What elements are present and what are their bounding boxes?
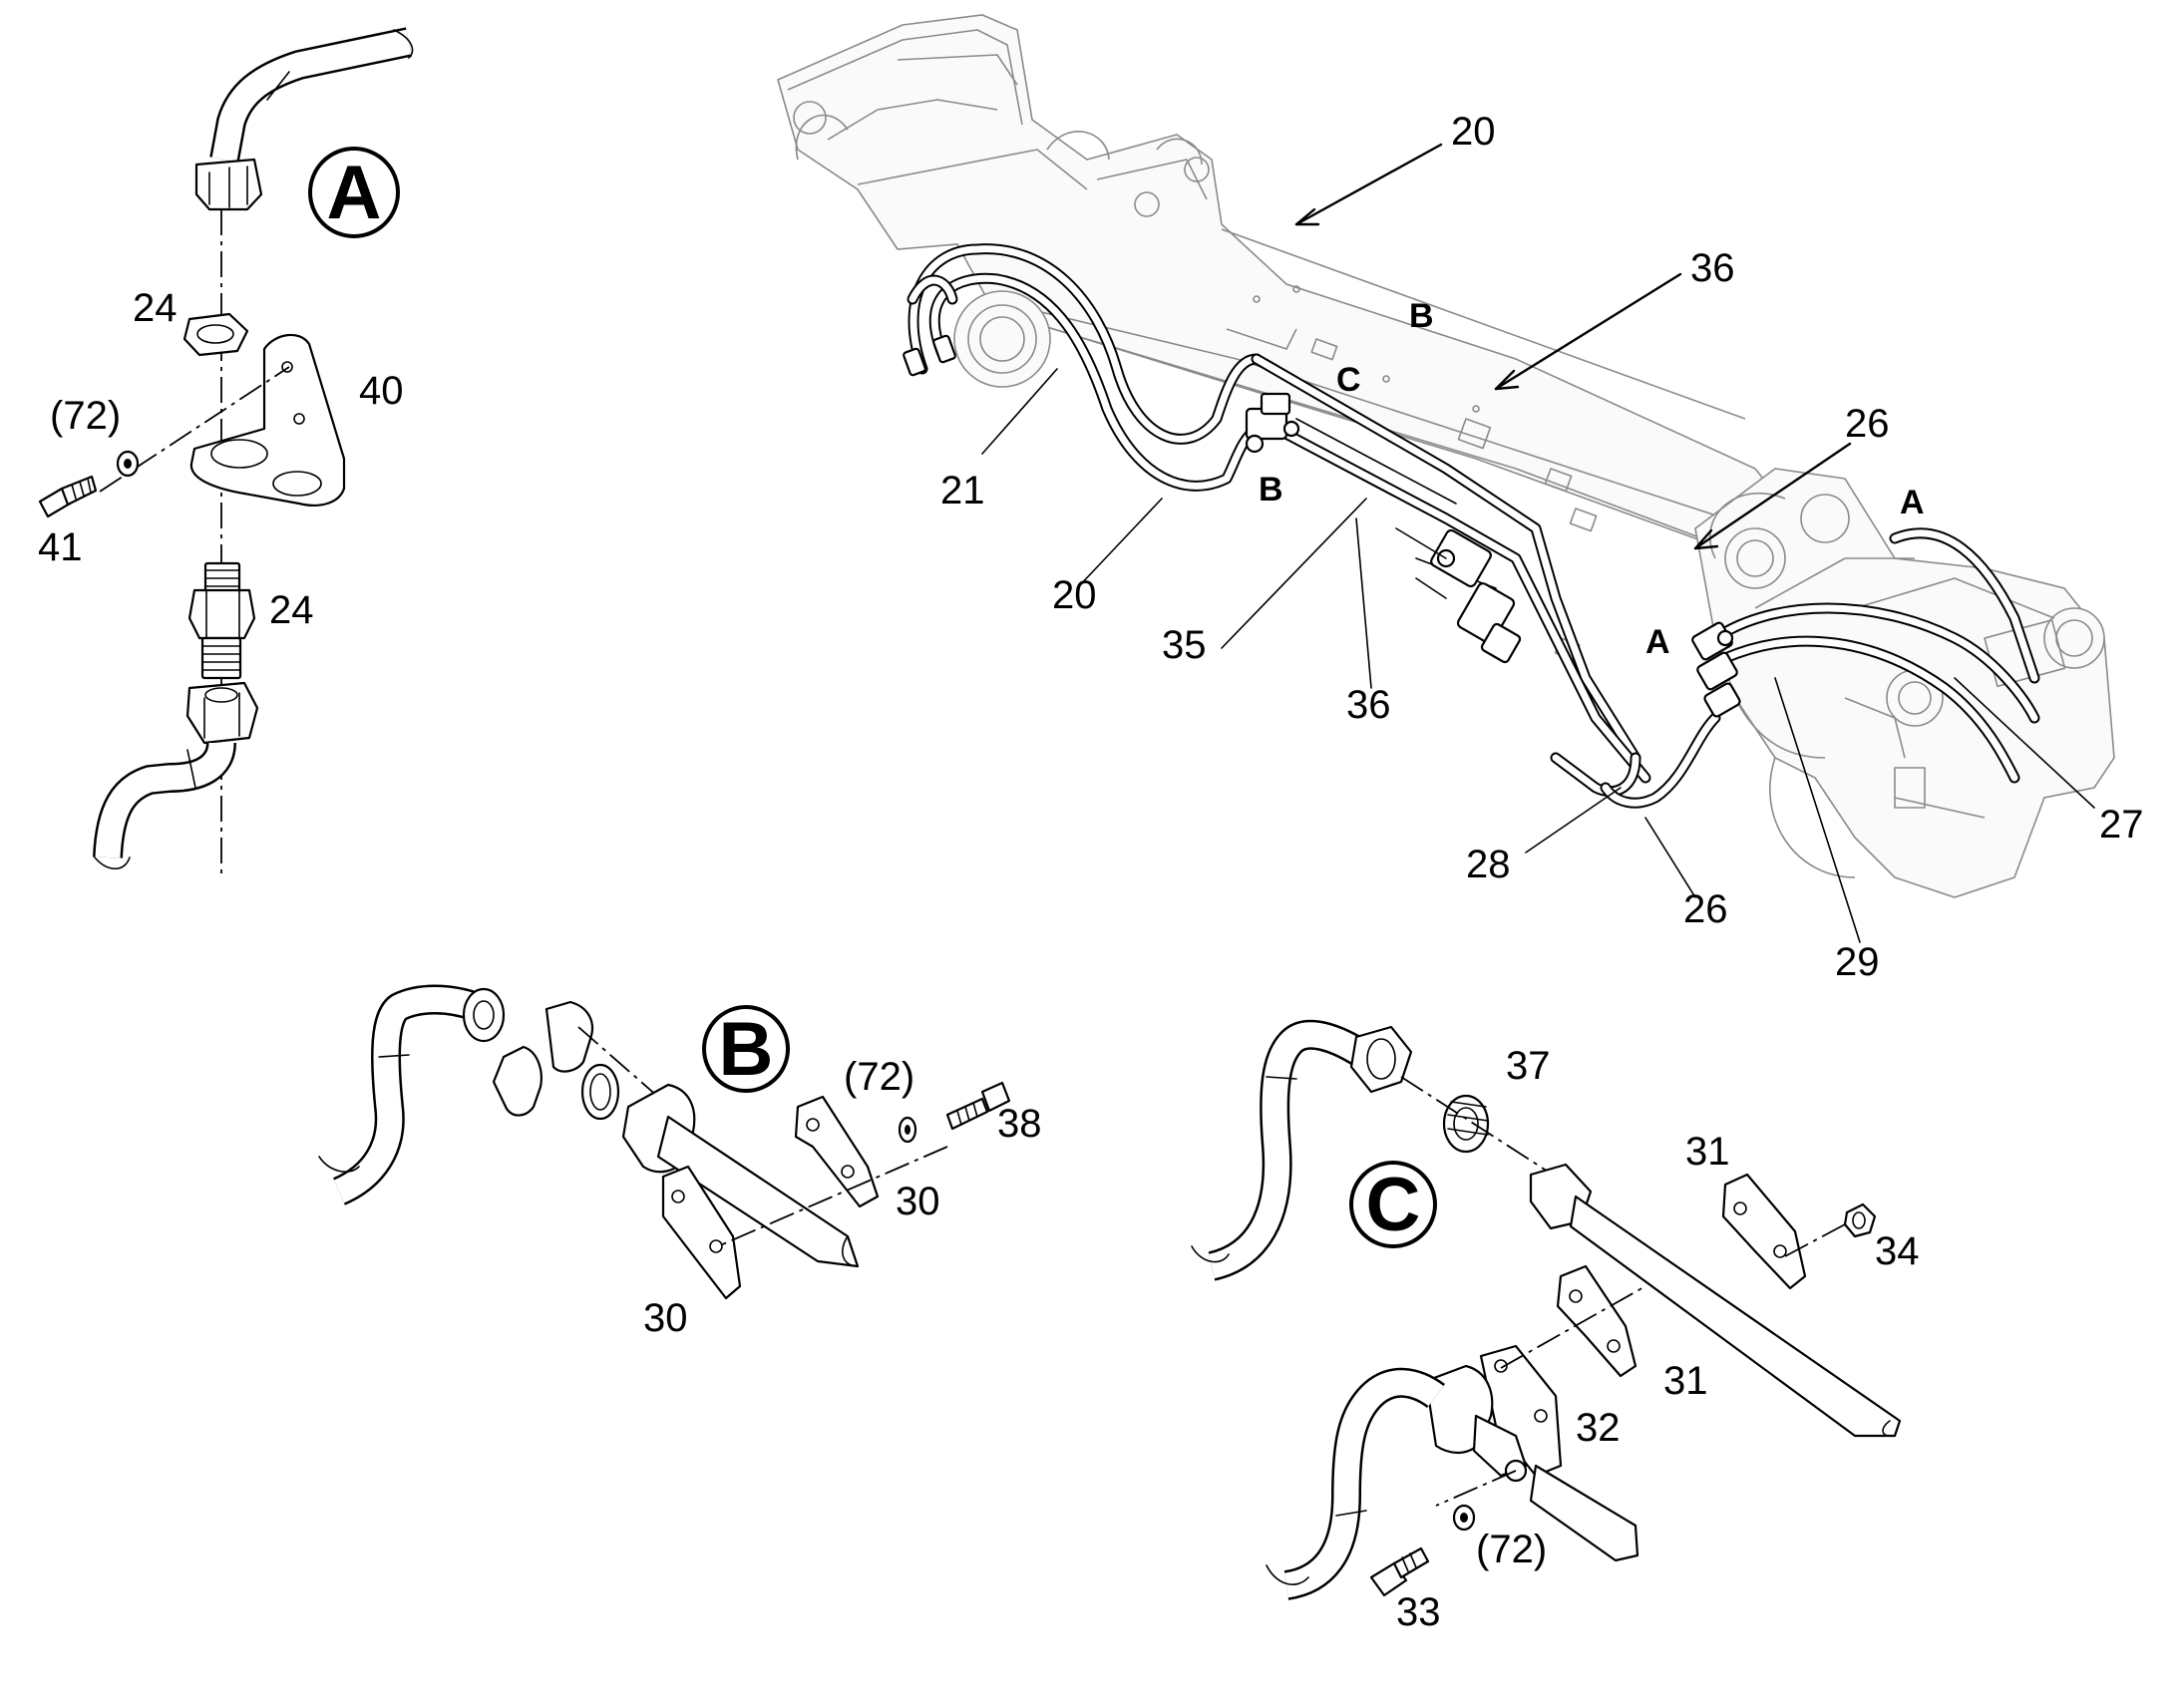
detail-c-letter: C [1366, 1163, 1421, 1247]
detail-b-circle [702, 1005, 790, 1093]
callout-a-40: 40 [359, 369, 404, 413]
callout-c-32: 32 [1576, 1406, 1621, 1450]
callout-c-72: (72) [1476, 1528, 1547, 1571]
callout-c-31-mid: 31 [1663, 1359, 1708, 1403]
fitting-cluster-a [1691, 621, 1741, 718]
location-marker-a-right: A [1900, 484, 1925, 521]
location-marker-b-lower: B [1259, 471, 1283, 509]
detail-c-clamp-plate-lower [1556, 1264, 1637, 1378]
detail-b-flange-half-top [545, 1000, 594, 1073]
main-hoses [903, 243, 2040, 809]
callout-c-33: 33 [1396, 1590, 1441, 1634]
callout-c-34: 34 [1875, 1229, 1920, 1273]
callout-36-bottom: 36 [1346, 683, 1391, 727]
detail-c-bolt [1369, 1546, 1430, 1597]
fitting-cluster-mid [1395, 527, 1522, 664]
detail-c-hose-nut [1349, 1025, 1413, 1094]
coupler-head [1694, 468, 2115, 898]
location-marker-b-top: B [1409, 297, 1434, 335]
callout-27: 27 [2099, 803, 2144, 847]
callout-28: 28 [1466, 843, 1511, 886]
fitting-cluster-b [1245, 392, 1300, 454]
detail-b-flange-half-bottom [492, 1045, 543, 1117]
detail-b-clamp-plate-upper [794, 1095, 880, 1208]
detail-b-tube [656, 1115, 860, 1268]
detail-a-letter: A [327, 151, 382, 235]
callout-29: 29 [1835, 940, 1880, 984]
detail-b-letter: B [719, 1007, 774, 1092]
detail-a-bolt [38, 475, 98, 518]
detail-view-a: A [38, 27, 414, 877]
detail-a-bracket [189, 333, 346, 507]
detail-c-clamp-plate-upper [1721, 1173, 1807, 1290]
callout-a-41: 41 [38, 525, 83, 569]
callout-b-38: 38 [997, 1102, 1042, 1146]
callout-a-72: (72) [50, 394, 121, 438]
detail-a-lock-nut [182, 312, 249, 357]
detail-b-o-ring [580, 1063, 620, 1121]
detail-c-tube [1569, 1195, 1902, 1438]
detail-a-circle [308, 147, 400, 238]
detail-c-nut [1843, 1202, 1877, 1238]
detail-c-valve-bracket [1424, 1344, 1639, 1562]
callout-c-31-top: 31 [1685, 1130, 1730, 1174]
detail-c-circle [1349, 1161, 1437, 1248]
detail-b-clamp-plate-lower [661, 1165, 742, 1300]
callout-20-top: 20 [1451, 110, 1496, 154]
callout-26-top: 26 [1845, 402, 1890, 446]
callout-36-top: 36 [1690, 246, 1735, 290]
detail-view-c: C [1191, 1019, 1920, 1634]
main-leaders [981, 143, 2095, 943]
detail-b-bolt [945, 1081, 1011, 1131]
detail-b-seal [462, 987, 506, 1043]
callout-a-24-nut: 24 [133, 286, 178, 330]
callout-21: 21 [940, 469, 985, 512]
detail-view-b: B (72) [318, 984, 1042, 1340]
boom-frame [777, 14, 1796, 661]
callout-b-30-bottom: 30 [643, 1296, 688, 1340]
location-marker-c: C [1336, 361, 1361, 399]
detail-c-adapter [1442, 1094, 1490, 1154]
callout-a-24-union: 24 [269, 588, 314, 632]
callout-c-37: 37 [1506, 1044, 1551, 1088]
callout-b-30-right: 30 [896, 1180, 940, 1223]
callout-26-bottom: 26 [1683, 887, 1728, 931]
detail-a-lower-nut [185, 681, 259, 745]
callout-35: 35 [1162, 623, 1207, 667]
callout-20-bottom: 20 [1052, 573, 1097, 617]
callout-b-72: (72) [844, 1055, 914, 1099]
location-marker-a-left: A [1645, 623, 1670, 661]
detail-a-union [187, 561, 256, 680]
arm-assembly: 20 36 26 21 20 35 36 28 26 29 27 B C B A… [777, 14, 2144, 984]
